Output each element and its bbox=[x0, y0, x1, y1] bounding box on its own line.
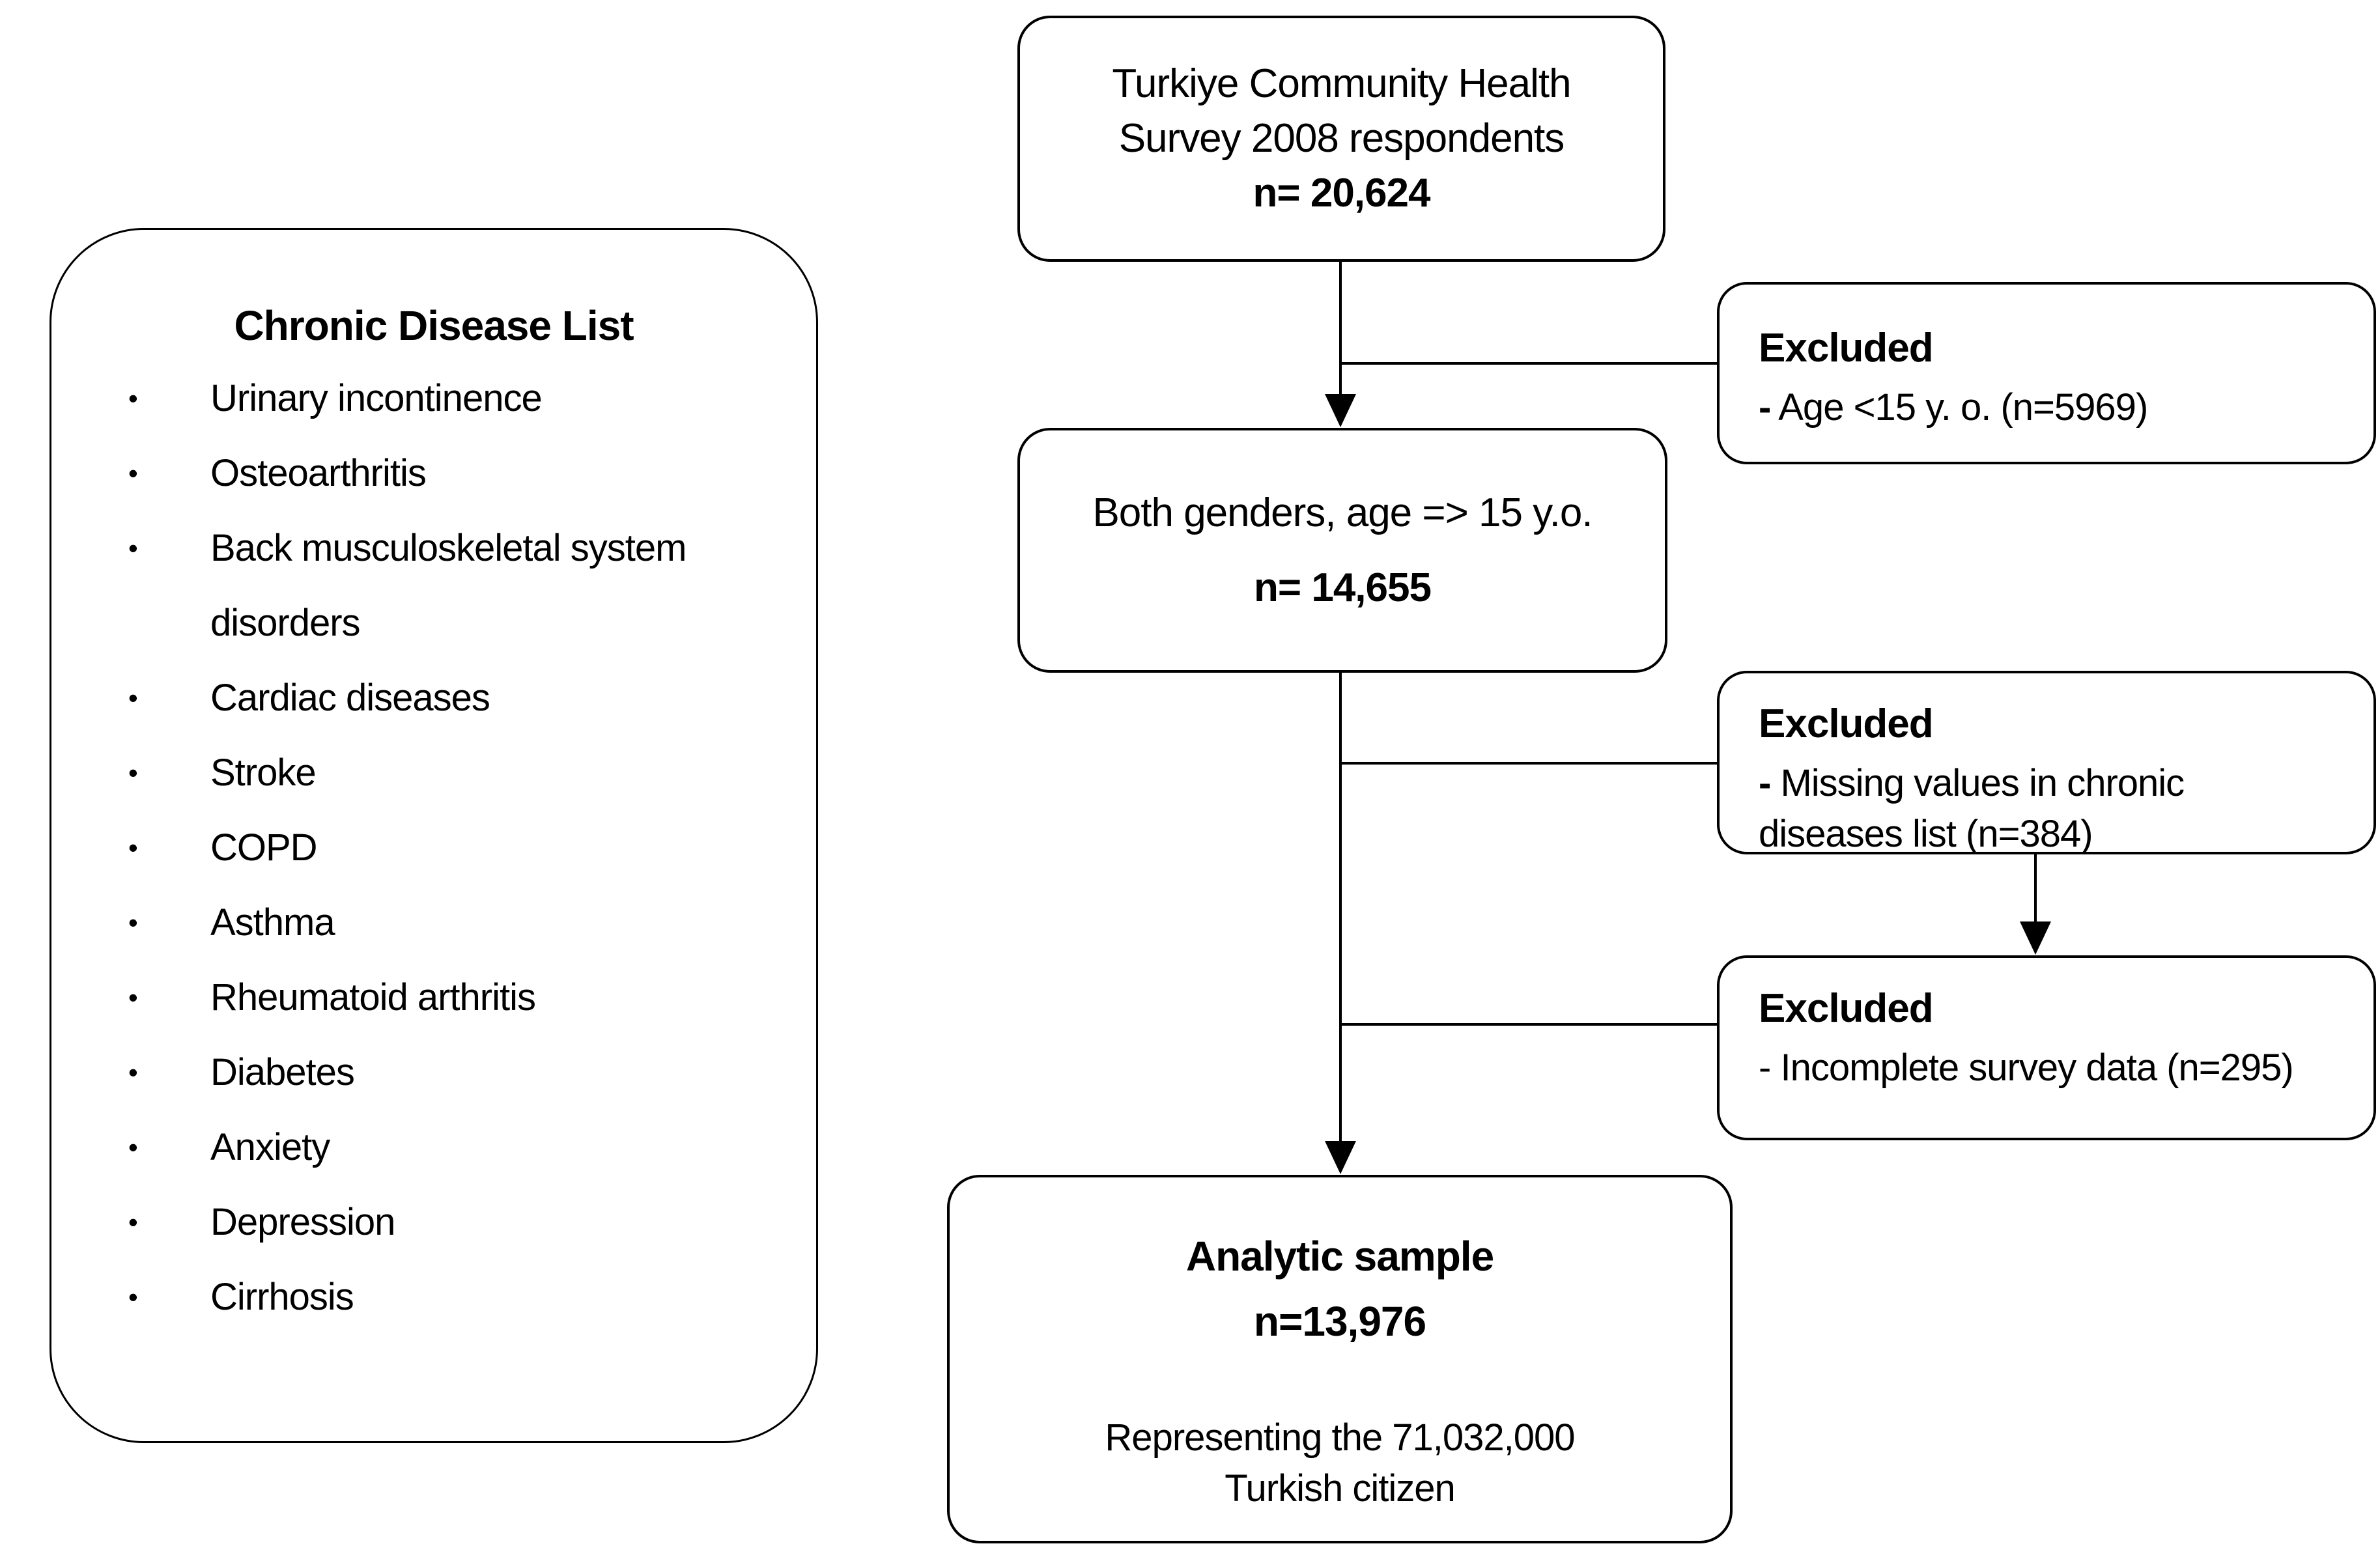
excluded-item-text: Age <15 y. o. (n=5969) bbox=[1778, 386, 2148, 429]
excluded-box-age: Excluded - Age <15 y. o. (n=5969) bbox=[1717, 282, 2376, 464]
item-label: Diabetes bbox=[210, 1051, 355, 1093]
representing-note: Representing the 71,032,000 Turkish citi… bbox=[950, 1413, 1730, 1514]
item-label: Osteoarthritis bbox=[210, 452, 427, 494]
bullet-icon: • bbox=[128, 1282, 138, 1312]
list-item: • COPD bbox=[128, 810, 784, 885]
list-item: • Cirrhosis bbox=[128, 1259, 784, 1334]
analytic-title: Analytic sample bbox=[1185, 1233, 1494, 1280]
excluded-title: Excluded bbox=[1759, 326, 1934, 371]
arrowhead-into-eligible-box bbox=[1325, 394, 1356, 427]
excluded-title: Excluded bbox=[1759, 701, 1934, 746]
sample-size-label: n= 14,655 bbox=[1254, 565, 1432, 610]
list-item: • Asthma bbox=[128, 885, 784, 960]
chronic-disease-list-panel: Chronic Disease List • Urinary incontine… bbox=[50, 228, 818, 1443]
disease-list: • Urinary incontinence • Osteoarthritis … bbox=[51, 361, 816, 1334]
bullet-icon: • bbox=[128, 1057, 138, 1088]
sample-size-label: n= 20,624 bbox=[1253, 171, 1431, 216]
excluded-item: - Incomplete survey data (n=295) bbox=[1759, 1043, 2312, 1093]
survey-respondents-box: Turkiye Community Health Survey 2008 res… bbox=[1017, 16, 1665, 262]
bullet-icon: • bbox=[128, 757, 138, 788]
list-item: • Stroke bbox=[128, 735, 784, 810]
list-item: • Depression bbox=[128, 1185, 784, 1259]
bullet-icon: • bbox=[128, 1207, 138, 1237]
list-item: • Osteoarthritis bbox=[128, 436, 784, 511]
item-label: Back musculoskeletal system disorders bbox=[210, 527, 687, 644]
item-label: COPD bbox=[210, 826, 318, 869]
bullet-icon: • bbox=[128, 832, 138, 863]
item-label: Cirrhosis bbox=[210, 1276, 354, 1318]
list-item: • Anxiety bbox=[128, 1110, 784, 1185]
excluded-box-missing-values: Excluded - Missing values in chronic dis… bbox=[1717, 671, 2376, 855]
list-item: • Rheumatoid arthritis bbox=[128, 960, 784, 1035]
excluded-item-text: Incomplete survey data (n=295) bbox=[1780, 1047, 2293, 1089]
analytic-sample-box: Analytic sample n=13,976 Representing th… bbox=[947, 1175, 1733, 1543]
panel-title: Chronic Disease List bbox=[234, 302, 634, 349]
item-label: Asthma bbox=[210, 901, 335, 944]
excluded-title: Excluded bbox=[1759, 986, 1934, 1031]
arrowhead-into-excluded-3 bbox=[2020, 921, 2051, 955]
list-item: • Urinary incontinence bbox=[128, 361, 784, 436]
dash: - bbox=[1759, 386, 1771, 429]
item-label: Depression bbox=[210, 1201, 395, 1243]
bullet-icon: • bbox=[128, 982, 138, 1013]
bullet-icon: • bbox=[128, 533, 138, 563]
bullet-icon: • bbox=[128, 1132, 138, 1162]
excluded-item: - Age <15 y. o. (n=5969) bbox=[1759, 382, 2312, 433]
excluded-item: - Missing values in chronic diseases lis… bbox=[1759, 758, 2312, 860]
arrowhead-into-analytic-box bbox=[1325, 1141, 1356, 1174]
item-label: Stroke bbox=[210, 752, 317, 794]
list-item: • Diabetes bbox=[128, 1035, 784, 1110]
excluded-box-incomplete-data: Excluded - Incomplete survey data (n=295… bbox=[1717, 955, 2376, 1140]
eligible-sample-box: Both genders, age => 15 y.o. n= 14,655 bbox=[1017, 428, 1667, 673]
item-label: Cardiac diseases bbox=[210, 677, 490, 719]
bullet-icon: • bbox=[128, 682, 138, 713]
item-label: Anxiety bbox=[210, 1126, 330, 1168]
list-item: • Cardiac diseases bbox=[128, 660, 784, 735]
item-label: Rheumatoid arthritis bbox=[210, 976, 536, 1019]
bullet-icon: • bbox=[128, 907, 138, 938]
item-label: Urinary incontinence bbox=[210, 377, 543, 419]
list-item: • Back musculoskeletal system disorders bbox=[128, 511, 784, 660]
dash: - bbox=[1759, 762, 1771, 804]
box-line: Turkish citizen bbox=[1225, 1467, 1456, 1510]
box-line: Survey 2008 respondents bbox=[1118, 116, 1565, 161]
box-line: Turkiye Community Health bbox=[1112, 61, 1571, 106]
bullet-icon: • bbox=[128, 383, 138, 414]
sample-size-label: n=13,976 bbox=[1253, 1298, 1426, 1345]
dash: - bbox=[1759, 1047, 1771, 1089]
box-line: Representing the 71,032,000 bbox=[1105, 1416, 1575, 1459]
bullet-icon: • bbox=[128, 458, 138, 488]
box-line: Both genders, age => 15 y.o. bbox=[1092, 490, 1593, 535]
excluded-item-text: Missing values in chronic diseases list … bbox=[1759, 762, 2185, 855]
